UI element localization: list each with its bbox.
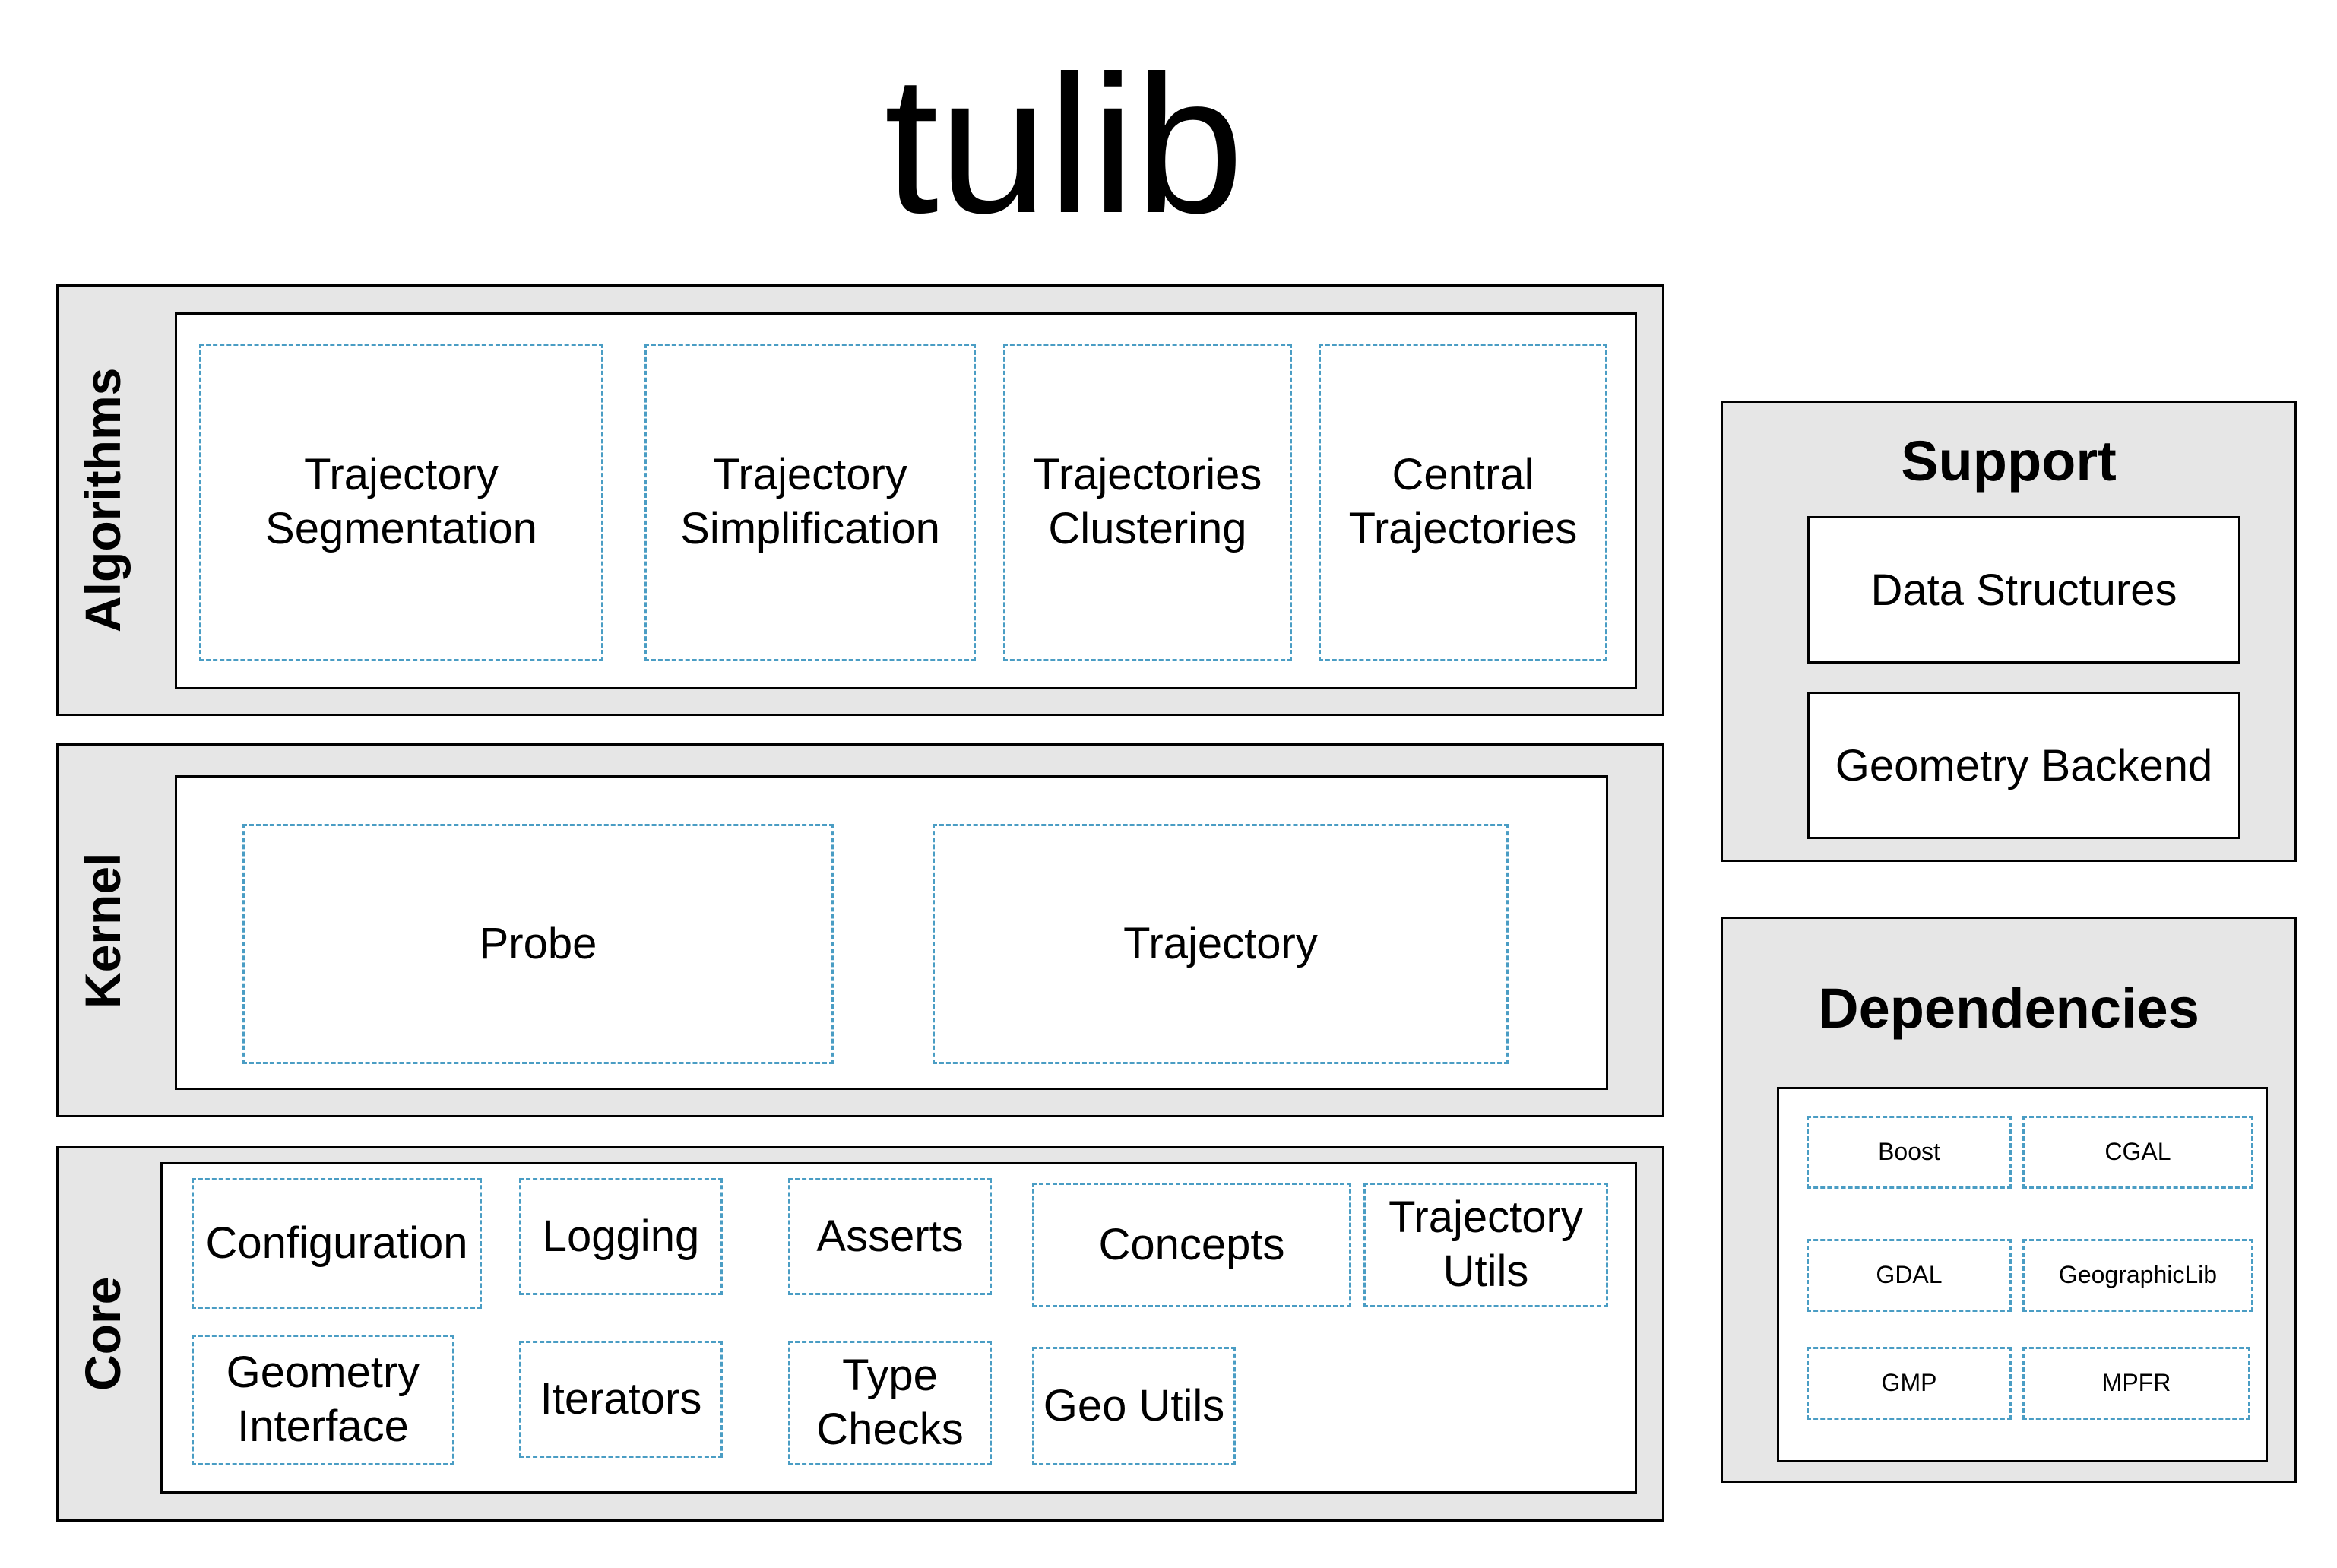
module-trajectory-utils: Trajectory Utils [1363, 1183, 1608, 1307]
module-central-trajectories: Central Trajectories [1319, 344, 1607, 661]
module-type-checks: Type Checks [788, 1341, 992, 1465]
diagram-title: tulib [884, 34, 1244, 254]
kernel-label: Kernel [74, 852, 131, 1009]
module-trajectories-clustering: Trajectories Clustering [1003, 344, 1292, 661]
module-concepts: Concepts [1032, 1183, 1351, 1307]
dep-mpfr: MPFR [2022, 1347, 2250, 1420]
dep-geographiclib: GeographicLib [2022, 1239, 2253, 1312]
support-geometry-backend: Geometry Backend [1807, 692, 2240, 839]
support-heading: Support [1901, 429, 2117, 493]
module-logging: Logging [519, 1178, 723, 1295]
dep-boost: Boost [1807, 1116, 2012, 1189]
module-geometry-interface: Geometry Interface [192, 1335, 454, 1465]
dep-gmp: GMP [1807, 1347, 2012, 1420]
module-trajectory: Trajectory [933, 824, 1509, 1064]
dependencies-heading: Dependencies [1818, 977, 2199, 1040]
module-asserts: Asserts [788, 1178, 992, 1295]
module-probe: Probe [242, 824, 834, 1064]
algorithms-label: Algorithms [74, 367, 131, 633]
module-trajectory-segmentation: Trajectory Segmentation [199, 344, 603, 661]
dep-gdal: GDAL [1807, 1239, 2012, 1312]
module-configuration: Configuration [192, 1178, 482, 1309]
module-trajectory-simplification: Trajectory Simplification [644, 344, 976, 661]
module-geo-utils: Geo Utils [1032, 1347, 1236, 1465]
core-label: Core [74, 1276, 131, 1392]
dep-cgal: CGAL [2022, 1116, 2253, 1189]
support-data-structures: Data Structures [1807, 516, 2240, 664]
module-iterators: Iterators [519, 1341, 723, 1458]
